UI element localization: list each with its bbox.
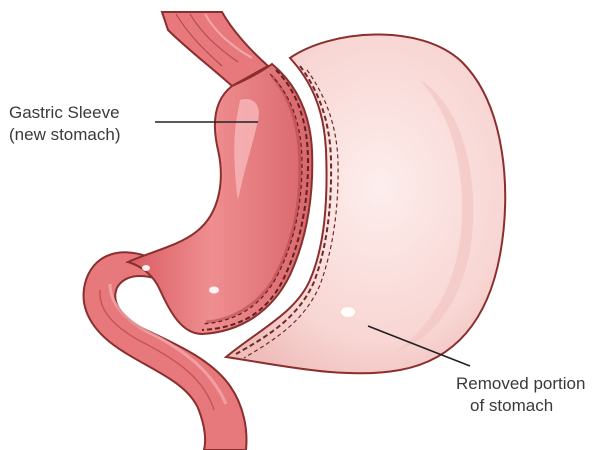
removed-highlight [341, 307, 355, 317]
gastric-sleeve [128, 64, 312, 334]
sleeve-glint-2 [142, 265, 150, 271]
gastric-sleeve-label-line2: (new stomach) [9, 124, 120, 146]
removed-portion-label-line2: of stomach [456, 395, 585, 417]
gastric-sleeve-body [128, 64, 312, 334]
removed-portion-label: Removed portion of stomach [456, 373, 585, 417]
gastric-sleeve-label: Gastric Sleeve (new stomach) [9, 102, 120, 146]
sleeve-glint-1 [209, 287, 219, 294]
gastric-sleeve-label-line1: Gastric Sleeve [9, 102, 120, 124]
esophagus [162, 12, 268, 86]
removed-portion-label-line1: Removed portion [456, 373, 585, 395]
